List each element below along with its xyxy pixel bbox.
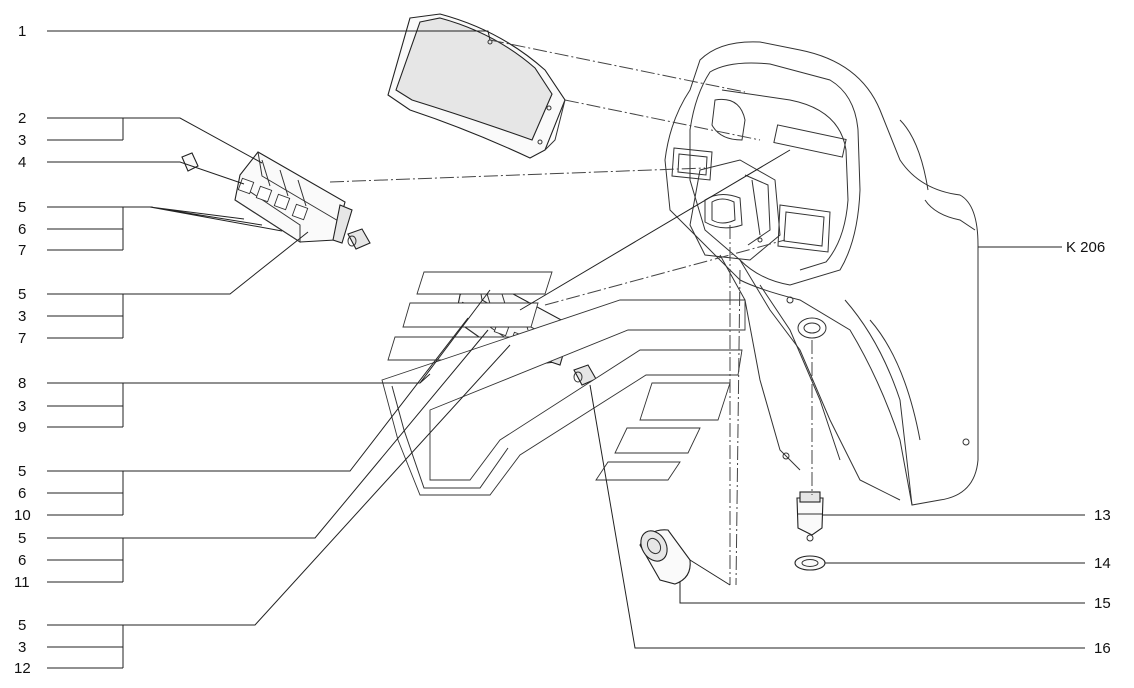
callout-15: 15 bbox=[1094, 595, 1111, 612]
switch-block-upper bbox=[234, 151, 353, 244]
callout-5b: 5 bbox=[18, 286, 26, 303]
phantom-lines bbox=[329, 39, 813, 586]
callout-9: 9 bbox=[18, 419, 26, 436]
callouts-left: 1 2 3 4 5 6 7 5 3 7 8 3 9 5 6 10 5 6 11 … bbox=[14, 23, 31, 677]
ring-part-14 bbox=[794, 555, 826, 571]
callout-5: 5 bbox=[18, 199, 26, 216]
callout-4: 4 bbox=[18, 154, 26, 171]
callout-5c: 5 bbox=[18, 463, 26, 480]
callout-3c: 3 bbox=[18, 398, 26, 415]
callout-10: 10 bbox=[14, 507, 31, 524]
callout-8: 8 bbox=[18, 375, 26, 392]
lighter-socket-part-13 bbox=[796, 491, 824, 542]
callout-5d: 5 bbox=[18, 530, 26, 547]
callout-7: 7 bbox=[18, 242, 26, 259]
bulb-upper bbox=[347, 228, 371, 250]
callouts-right: K 206 13 14 15 16 bbox=[1066, 239, 1111, 657]
callout-3d: 3 bbox=[18, 639, 26, 656]
callout-3: 3 bbox=[18, 132, 26, 149]
cigarette-lighter-part-15 bbox=[639, 529, 691, 585]
callout-16: 16 bbox=[1094, 640, 1111, 657]
callout-7b: 7 bbox=[18, 330, 26, 347]
callout-13: 13 bbox=[1094, 507, 1111, 524]
callout-6c: 6 bbox=[18, 552, 26, 569]
callout-3b: 3 bbox=[18, 308, 26, 325]
callout-14: 14 bbox=[1094, 555, 1111, 572]
callout-k206: K 206 bbox=[1066, 239, 1105, 256]
switch-symbol-decals bbox=[381, 271, 746, 496]
callout-1: 1 bbox=[18, 23, 26, 40]
leader-lines bbox=[47, 30, 1085, 669]
callout-2: 2 bbox=[18, 110, 26, 127]
callout-12: 12 bbox=[14, 660, 31, 677]
instrument-cluster bbox=[387, 13, 566, 159]
button-cap-part-4 bbox=[181, 152, 199, 172]
callout-6b: 6 bbox=[18, 485, 26, 502]
dashboard-console bbox=[664, 41, 979, 506]
callout-5e: 5 bbox=[18, 617, 26, 634]
callout-6: 6 bbox=[18, 221, 26, 238]
callout-11: 11 bbox=[14, 574, 30, 591]
